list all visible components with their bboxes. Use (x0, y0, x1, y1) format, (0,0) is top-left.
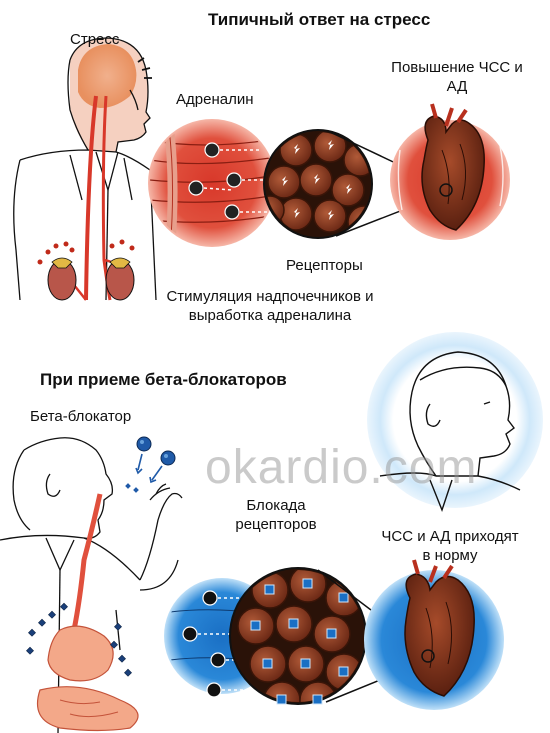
receptor-cells (263, 129, 373, 239)
digestive-tract (26, 493, 139, 732)
stress-label: Стресс (70, 31, 120, 48)
normalization-line2: в норму (422, 547, 478, 564)
adrenaline-molecules (188, 142, 272, 220)
stressed-man-figure (13, 37, 157, 301)
adrenal-stimulation-line1: Стимуляция надпочечников и (166, 288, 374, 305)
blocked-receptor-cells (229, 567, 367, 705)
heart-rate-up-line1: Повышение ЧСС и (391, 59, 523, 76)
heart-rate-up-line2: АД (446, 78, 468, 95)
normalization-label: ЧСС и АД приходят в норму (356, 527, 544, 565)
top-title: Типичный ответ на стресс (208, 10, 431, 29)
man-taking-pill-figure (0, 437, 183, 733)
calm-man-head (367, 332, 543, 513)
receptor-blockade-line2: рецепторов (235, 516, 317, 533)
receptors-label: Рецепторы (286, 257, 363, 274)
beta-blocker-label: Бета-блокатор (30, 408, 132, 425)
receptor-blockade-label: Блокада рецепторов (216, 496, 336, 534)
calm-heart (364, 559, 504, 710)
beta-blocker-pills (125, 436, 176, 493)
adrenal-glands (37, 239, 135, 301)
heart-rate-up-label: Повышение ЧСС и АД (370, 58, 544, 96)
agitated-heart (390, 103, 510, 240)
adrenal-stimulation-line2: выработка адреналина (188, 307, 352, 324)
adrenaline-label: Адреналин (176, 91, 254, 108)
normalization-line1: ЧСС и АД приходят (381, 528, 519, 545)
receptor-blockade-line1: Блокада (246, 497, 306, 514)
watermark: okardio.com (205, 441, 478, 494)
bottom-title: При приеме бета-блокаторов (40, 370, 287, 389)
adrenaline-tissue (148, 119, 276, 247)
adrenal-stimulation-label: Стимуляция надпочечников и выработка адр… (130, 287, 410, 325)
